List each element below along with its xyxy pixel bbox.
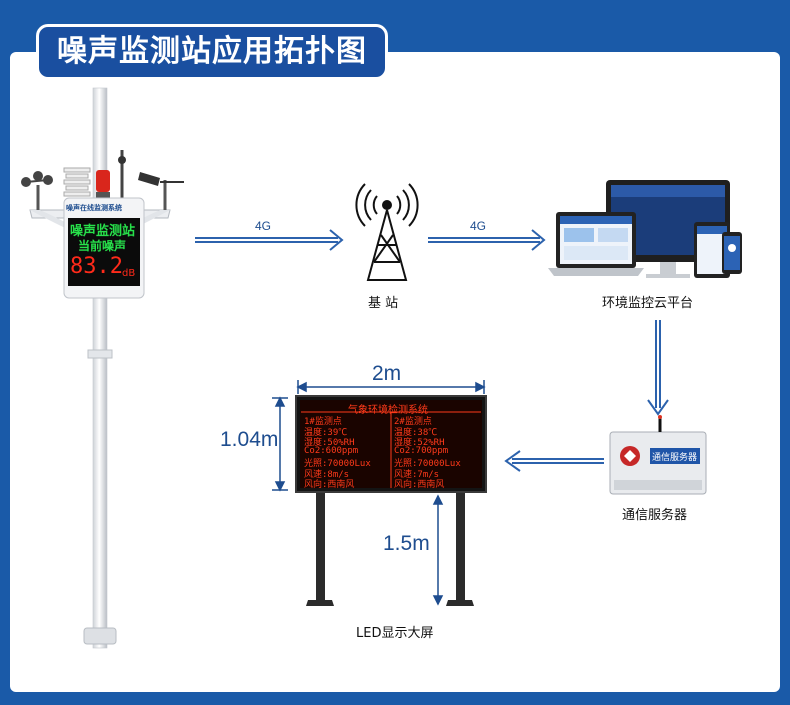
noise-monitoring-station: [21, 87, 184, 649]
noise-unit: dB: [122, 268, 136, 279]
base-station-tower-icon: [355, 183, 419, 281]
link-label-right: 4G: [470, 219, 487, 233]
led-heading: 气象环境检测系统: [348, 405, 428, 416]
flow-arrows: [195, 229, 669, 472]
led-cell: 光照:70000Lux: [304, 459, 371, 469]
led-cell: 风向:西南风: [394, 480, 445, 490]
server-badge-text: 通信服务器: [652, 453, 698, 463]
led-cell: 风速:7m/s: [394, 469, 440, 480]
led-cell: 风向:西南风: [304, 480, 355, 490]
led-cell: 温度:39℃: [304, 427, 348, 438]
led-cell: 湿度:50%RH: [304, 438, 355, 448]
anemometer: [21, 171, 53, 210]
led-screen-label: LED显示大屏: [356, 626, 434, 641]
dimension-stand: 1.5m: [383, 532, 430, 555]
microphone-icon: [118, 156, 126, 164]
led-cell: 2#监测点: [394, 417, 432, 427]
communication-server-device: [609, 415, 707, 495]
cloud-platform-devices: [548, 180, 742, 278]
dimension-lines: [272, 380, 486, 606]
base-station-label: 基 站: [368, 296, 399, 311]
led-cell: Co2:600ppm: [304, 445, 359, 456]
sensor-shield: [63, 167, 91, 197]
led-cell: Co2:700ppm: [394, 445, 449, 456]
alarm-light: [96, 170, 110, 192]
led-cell: 湿度:52%RH: [394, 438, 445, 448]
led-display-board: [295, 395, 487, 606]
led-cell: 光照:70000Lux: [394, 459, 461, 469]
wind-vane: [138, 172, 184, 210]
station-line-2: 当前噪声: [78, 239, 127, 253]
station-brand: 噪声在线监测系统: [66, 204, 122, 212]
link-label-left: 4G: [255, 219, 272, 233]
led-cell: 风速:8m/s: [304, 469, 350, 480]
station-line-1: 噪声监测站: [70, 224, 136, 239]
dimension-width: 2m: [372, 362, 402, 385]
led-cell: 1#监测点: [304, 417, 342, 427]
cloud-platform-label: 环境监控云平台: [602, 296, 694, 311]
led-cell: 温度:38℃: [394, 427, 438, 438]
content-panel: [10, 52, 780, 692]
noise-value: 83.2: [70, 254, 123, 279]
server-label: 通信服务器: [622, 508, 688, 523]
dimension-height: 1.04m: [220, 428, 279, 451]
page-title: 噪声监测站应用拓扑图: [36, 24, 388, 80]
